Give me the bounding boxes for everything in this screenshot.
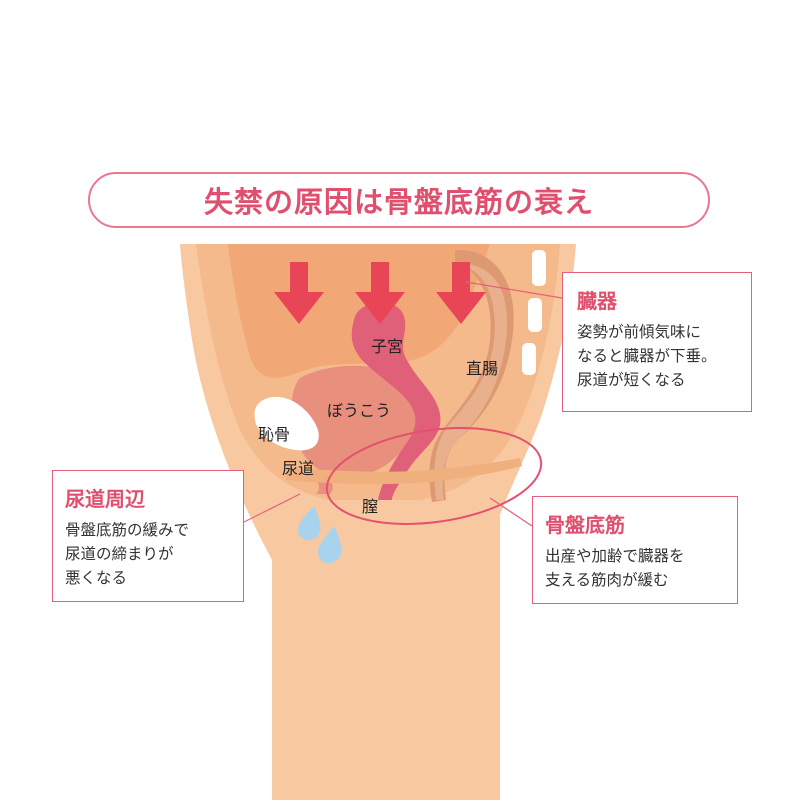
leader-urethra [243,493,301,523]
spine [522,250,546,375]
page-title: 失禁の原因は骨盤底筋の衰え [88,172,710,228]
callout-urethra: 尿道周辺 骨盤底筋の緩みで 尿道の締まりが 悪くなる [52,470,244,602]
label-vagina: 膣 [362,497,378,516]
callout-pelvic-floor-title: 骨盤底筋 [545,513,625,537]
label-bladder: ぼうこう [327,401,391,420]
callout-organs-body: 姿勢が前傾気味に なると臓器が下垂。 尿道が短くなる [577,320,751,392]
pubic-bone [254,396,319,451]
label-urethra: 尿道 [282,459,314,478]
callout-urethra-line: 骨盤底筋の緩みで [65,521,190,539]
callout-organs-line: なると臓器が下垂。 [577,347,717,365]
callout-organs-line: 姿勢が前傾気味に [577,323,702,341]
callout-pelvic-floor: 骨盤底筋 出産や加齢で臓器を 支える筋肉が緩む [532,496,738,604]
down-arrow-icon [274,262,486,324]
callout-pelvic-floor-body: 出産や加齢で臓器を 支える筋肉が緩む [545,544,737,592]
callout-urethra-body: 骨盤底筋の緩みで 尿道の締まりが 悪くなる [65,518,243,590]
callout-organs-title: 臓器 [577,289,617,313]
label-rectum: 直腸 [466,359,498,378]
leader-floor [489,497,533,527]
callout-urethra-line: 悪くなる [65,569,128,587]
callout-pelvic-floor-line: 支える筋肉が緩む [545,571,669,589]
callout-pelvic-floor-line: 出産や加齢で臓器を [545,547,685,565]
label-uterus: 子宮 [371,337,403,356]
label-pubic-bone: 恥骨 [258,425,290,444]
rectum-inner [434,263,508,500]
callout-organs-line: 尿道が短くなる [577,371,686,389]
callout-organs: 臓器 姿勢が前傾気味に なると臓器が下垂。 尿道が短くなる [562,272,752,412]
bladder [291,365,421,478]
callout-urethra-title: 尿道周辺 [65,487,145,511]
leader-organs [465,281,563,299]
uterus [351,302,441,500]
pelvic-floor-muscle [286,458,522,485]
pelvic-floor-highlight [325,427,543,525]
callout-urethra-line: 尿道の締まりが [65,545,174,563]
water-droplet-icon [298,506,342,564]
